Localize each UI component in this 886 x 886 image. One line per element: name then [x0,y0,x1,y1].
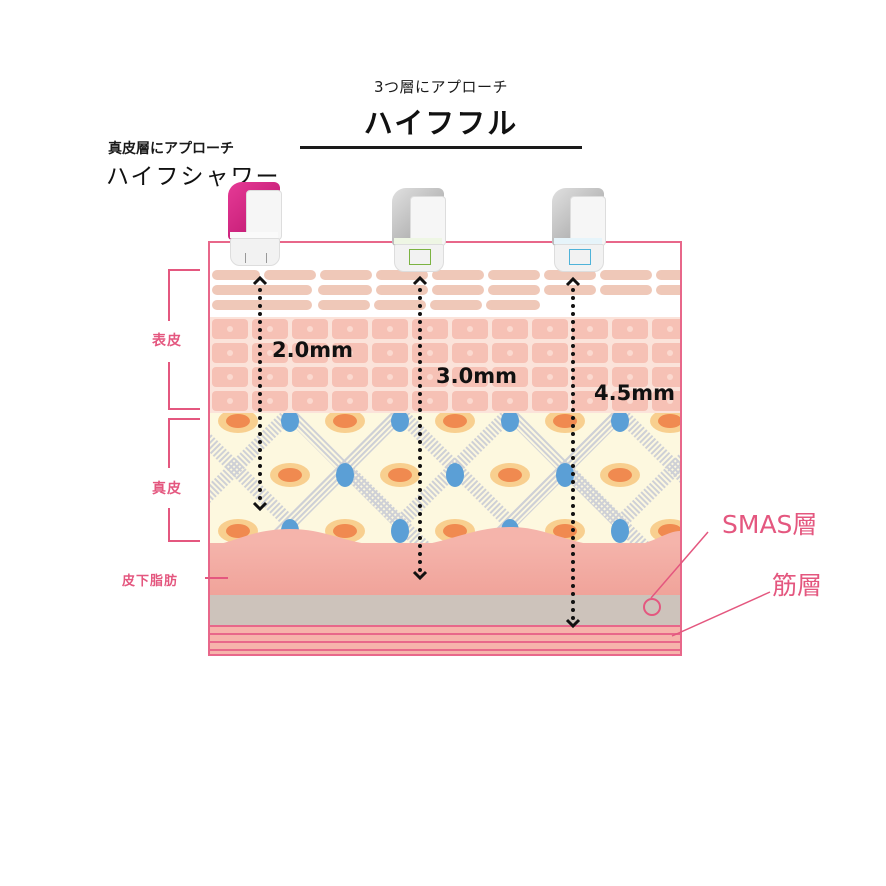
hifu-full-cartridge-4-5mm [540,188,606,272]
hifu-shower-subtitle: 真皮層にアプローチ [108,141,234,157]
hifu-full-divider [300,146,582,149]
dermis-bracket-top [168,418,200,468]
epidermis-bracket-top [168,269,200,321]
depth-label-4-5mm: 4.5mm [594,381,675,405]
muscle-layer [210,625,680,654]
hifu-full-title: ハイフフル [363,106,519,140]
collagen-lattice [210,353,680,583]
label-muscle: 筋層 [772,571,823,600]
smas-layer [210,595,680,625]
label-epidermis: 表皮 [152,333,182,349]
hifu-shower-cartridge [216,182,282,266]
smas-marker-circle [643,598,661,616]
dermis-bracket-bottom [168,508,200,542]
epidermis-bracket-bottom [168,362,200,410]
label-dermis: 真皮 [152,481,182,497]
skin-cross-section [208,241,682,656]
depth-label-2mm: 2.0mm [272,338,353,362]
hifu-full-subtitle: 3つ層にアプローチ [373,78,509,96]
subcutaneous-fat-layer [210,543,680,595]
depth-label-3mm: 3.0mm [436,364,517,388]
label-smas: SMAS層 [722,510,818,539]
hifu-full-cartridge-3mm [380,188,446,272]
label-subcutaneous-fat: 皮下脂肪 [122,574,179,589]
epidermis-cells [210,317,680,413]
